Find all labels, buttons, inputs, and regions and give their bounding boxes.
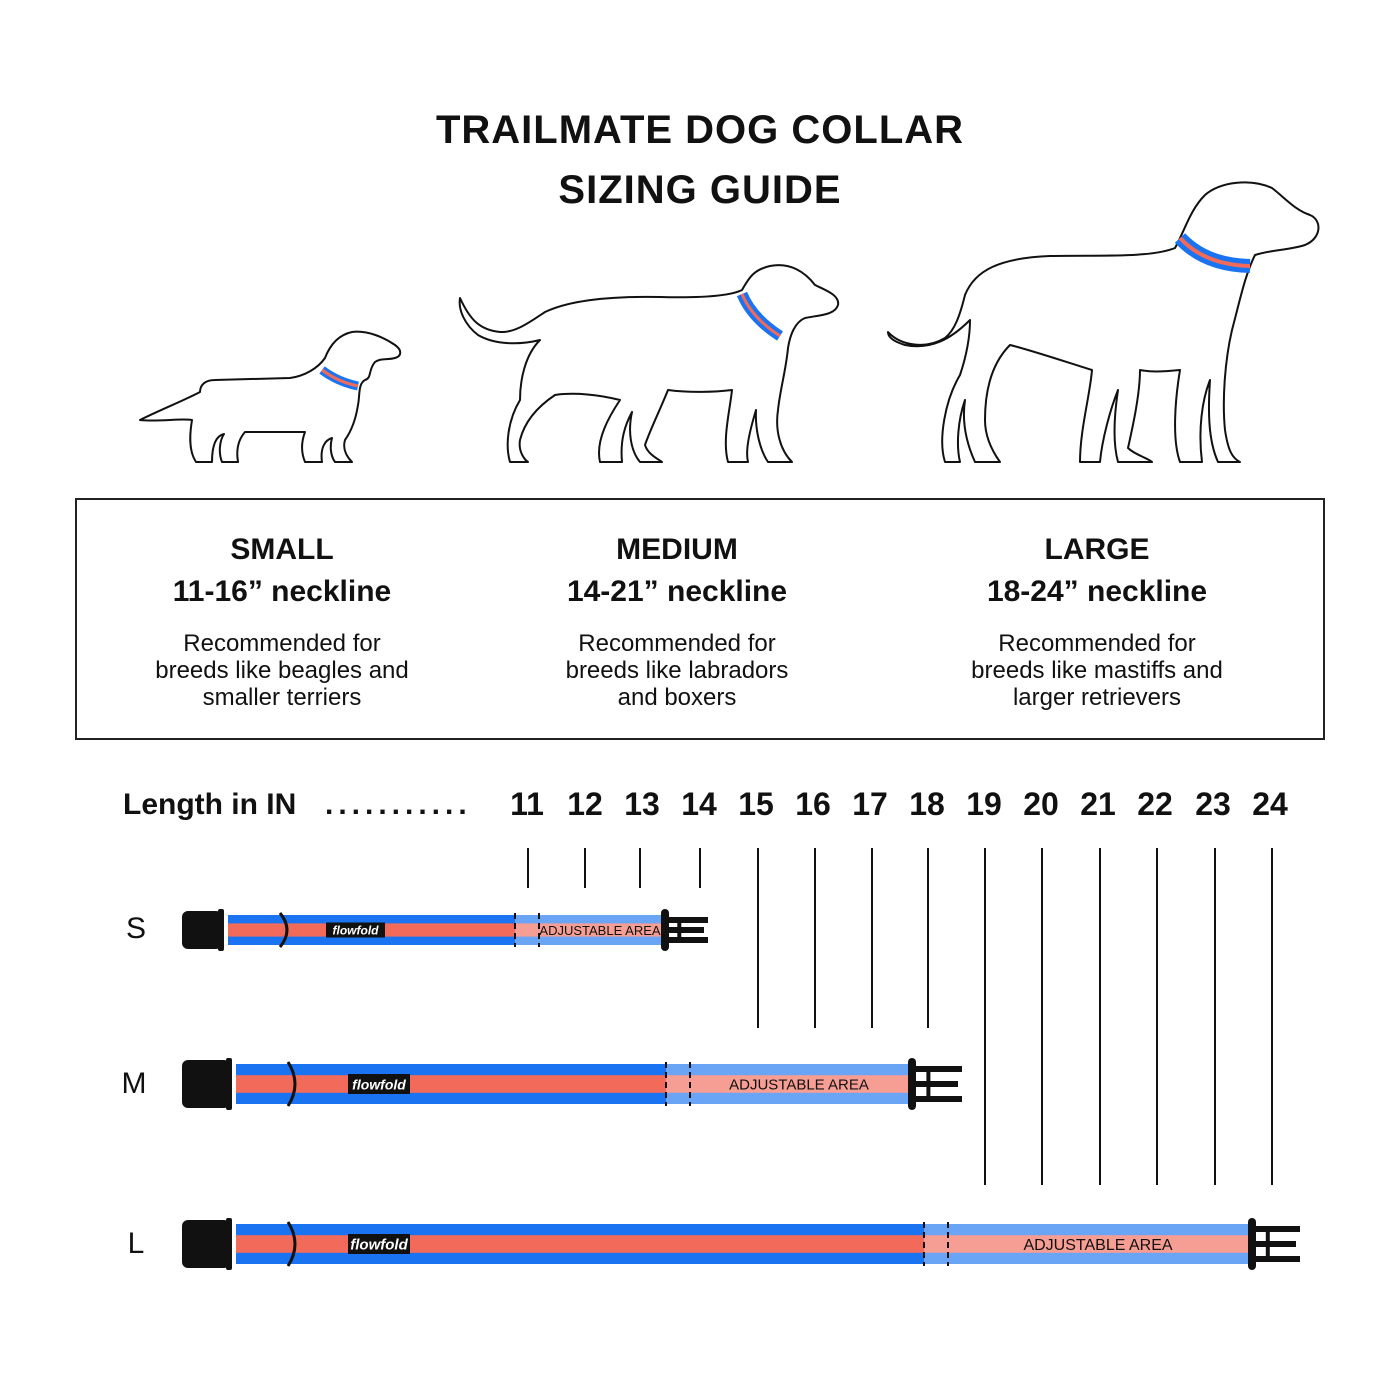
desc-line: Recommended for [998, 630, 1196, 657]
buckle-female [182, 1060, 230, 1108]
page-title-line-1: TRAILMATE DOG COLLAR [435, 108, 965, 152]
desc-line: larger retrievers [1012, 684, 1182, 711]
buckle-male-prong [667, 937, 708, 943]
collar-label-s: S [125, 912, 146, 945]
tick-number-12: 12 [567, 786, 603, 822]
length-label: Length in IN [123, 788, 297, 821]
small-dog-icon [139, 330, 402, 463]
page-title-line-2: SIZING GUIDE [558, 168, 842, 212]
buckle-female [182, 911, 222, 949]
adjustable-area-label: ADJUSTABLE AREA [1023, 1237, 1172, 1254]
size-neckline: 14-21” neckline [566, 575, 788, 608]
adjustable-area-overlay [924, 1224, 1252, 1264]
desc-line: Recommended for [578, 630, 776, 657]
tick-number-14: 14 [681, 786, 717, 822]
brand-label-bg [348, 1234, 410, 1254]
buckle-male-prong [667, 927, 704, 933]
adjustable-area-overlay [666, 1064, 912, 1104]
desc-line: and boxers [617, 684, 737, 711]
brand-label: flowfold [333, 924, 380, 938]
slider-mark [286, 1221, 297, 1267]
tick-number-11: 11 [510, 786, 544, 822]
adjustable-area-label: ADJUSTABLE AREA [729, 1077, 869, 1094]
strap-stripe [236, 1235, 1252, 1253]
buckle-male-prong [1254, 1226, 1300, 1232]
size-name: SMALL [230, 533, 334, 566]
tick-number-17: 17 [852, 786, 888, 822]
leader-dots: ........... [325, 788, 472, 821]
tick-number-22: 22 [1137, 786, 1173, 822]
size-description: Recommended for breeds like beagles and … [117, 630, 447, 711]
collar-label-m: M [121, 1067, 147, 1100]
tick-number-18: 18 [909, 786, 945, 822]
desc-line: Recommended for [183, 630, 381, 657]
buckle-female [182, 1220, 230, 1268]
tick-number-23: 23 [1195, 786, 1231, 822]
size-description: Recommended for breeds like mastiffs and… [937, 630, 1257, 711]
desc-line: smaller terriers [202, 684, 362, 711]
tick-number-19: 19 [966, 786, 1002, 822]
buckle-male-prong [667, 917, 708, 923]
buckle-female-edge [226, 1058, 232, 1110]
size-info-box: SMALL 11-16” neckline Recommended for br… [75, 498, 1325, 740]
size-name: MEDIUM [616, 533, 738, 566]
size-small: SMALL 11-16” neckline Recommended for br… [117, 530, 447, 711]
buckle-male-prong [1254, 1241, 1296, 1247]
tick-number-21: 21 [1080, 786, 1116, 822]
slider-mark [286, 1061, 297, 1107]
tick-number-15: 15 [738, 786, 774, 822]
adjustable-area-label: ADJUSTABLE AREA [539, 923, 660, 938]
buckle-male-bar [1265, 1226, 1270, 1262]
tick-number-13: 13 [624, 786, 660, 822]
size-name: LARGE [1044, 533, 1150, 566]
desc-line: breeds like beagles and [155, 657, 409, 684]
size-neckline: 11-16” neckline [172, 575, 392, 608]
buckle-male-prong [914, 1066, 962, 1072]
dog-collar-marks [319, 233, 1251, 391]
buckle-male-prong [1254, 1256, 1300, 1262]
medium-dog-icon [458, 264, 840, 463]
buckle-male-bar [677, 917, 682, 943]
buckle-male-prong [914, 1081, 958, 1087]
size-large: LARGE 18-24” neckline Recommended for br… [937, 530, 1257, 711]
size-neckline: 18-24” neckline [986, 575, 1208, 608]
collar-m: flowfold ADJUSTABLE AREA [182, 1058, 962, 1110]
adjustable-area-overlay [515, 915, 665, 945]
buckle-female-edge [218, 909, 224, 951]
collar-l: flowfold ADJUSTABLE AREA [182, 1218, 1300, 1270]
brand-label: flowfold [352, 1076, 406, 1092]
brand-label: flowfold [350, 1237, 408, 1254]
collar-s: flowfold ADJUSTABLE AREA [182, 909, 708, 951]
desc-line: breeds like labradors [565, 657, 789, 684]
tick-number-16: 16 [795, 786, 831, 822]
desc-line: breeds like mastiffs and [971, 657, 1223, 684]
buckle-male-prong [914, 1096, 962, 1102]
size-medium: MEDIUM 14-21” neckline Recommended for b… [527, 530, 827, 711]
brand-label-bg [326, 922, 385, 938]
tick-number-20: 20 [1023, 786, 1059, 822]
buckle-female-edge [226, 1218, 232, 1270]
collar-label-l: L [127, 1227, 145, 1260]
tick-number-24: 24 [1252, 786, 1288, 822]
dog-illustrations [139, 181, 1320, 463]
size-description: Recommended for breeds like labradors an… [527, 630, 827, 711]
buckle-male-bar [926, 1066, 931, 1102]
brand-label-bg [348, 1074, 410, 1094]
slider-mark [278, 912, 289, 948]
